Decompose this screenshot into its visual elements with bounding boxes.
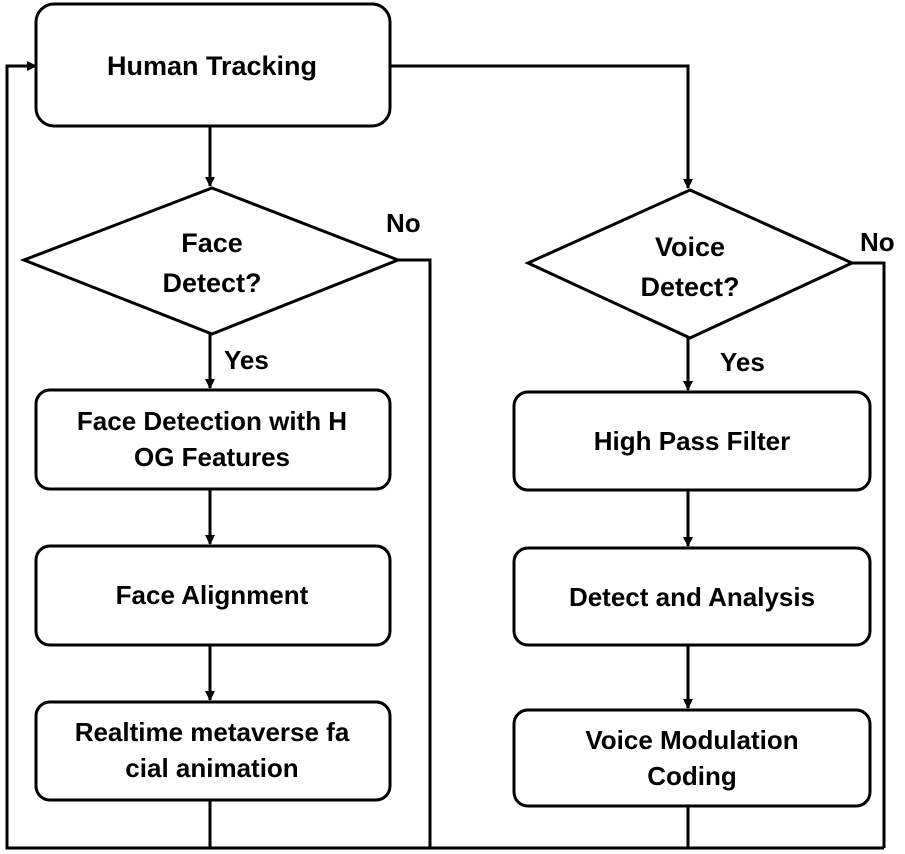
human-tracking-label: Human Tracking bbox=[107, 51, 317, 81]
hog-label-line1: Face Detection with H bbox=[77, 406, 347, 436]
feedback-loop bbox=[5, 61, 884, 850]
node-detect-analysis: Detect and Analysis bbox=[512, 546, 872, 647]
node-face-detection-hog: Face Detection with H OG Features bbox=[34, 388, 392, 491]
modulation-label-line2: Coding bbox=[647, 761, 737, 791]
node-face-alignment: Face Alignment bbox=[34, 544, 392, 647]
voice-detect-label-line1: Voice bbox=[655, 232, 725, 262]
arrow-tracking-to-voice-detect bbox=[390, 64, 693, 189]
modulation-label-line1: Voice Modulation bbox=[585, 725, 798, 755]
face-detect-label-line2: Detect? bbox=[162, 268, 261, 298]
connectors bbox=[5, 61, 886, 850]
face-detect-label-line1: Face bbox=[181, 228, 243, 258]
voice-no-path bbox=[852, 261, 886, 848]
node-facial-animation: Realtime metaverse fa cial animation bbox=[34, 700, 392, 802]
voice-yes-label: Yes bbox=[720, 347, 765, 377]
voice-no-label: No bbox=[860, 227, 895, 257]
face-no-label: No bbox=[386, 208, 421, 238]
node-face-detect: Face Detect? bbox=[19, 186, 403, 336]
node-voice-modulation: Voice Modulation Coding bbox=[512, 708, 872, 808]
node-high-pass-filter: High Pass Filter bbox=[512, 390, 872, 492]
animation-label-line2: cial animation bbox=[125, 753, 298, 783]
animation-label-line1: Realtime metaverse fa bbox=[75, 717, 350, 747]
hog-label-line2: OG Features bbox=[134, 442, 290, 472]
node-human-tracking: Human Tracking bbox=[34, 2, 392, 128]
node-voice-detect: Voice Detect? bbox=[524, 188, 856, 340]
analysis-label: Detect and Analysis bbox=[569, 582, 815, 612]
face-yes-label: Yes bbox=[224, 345, 269, 375]
face-no-path bbox=[398, 258, 432, 848]
hpf-label: High Pass Filter bbox=[594, 426, 791, 456]
voice-detect-label-line2: Detect? bbox=[640, 272, 739, 302]
face-alignment-label: Face Alignment bbox=[116, 580, 309, 610]
